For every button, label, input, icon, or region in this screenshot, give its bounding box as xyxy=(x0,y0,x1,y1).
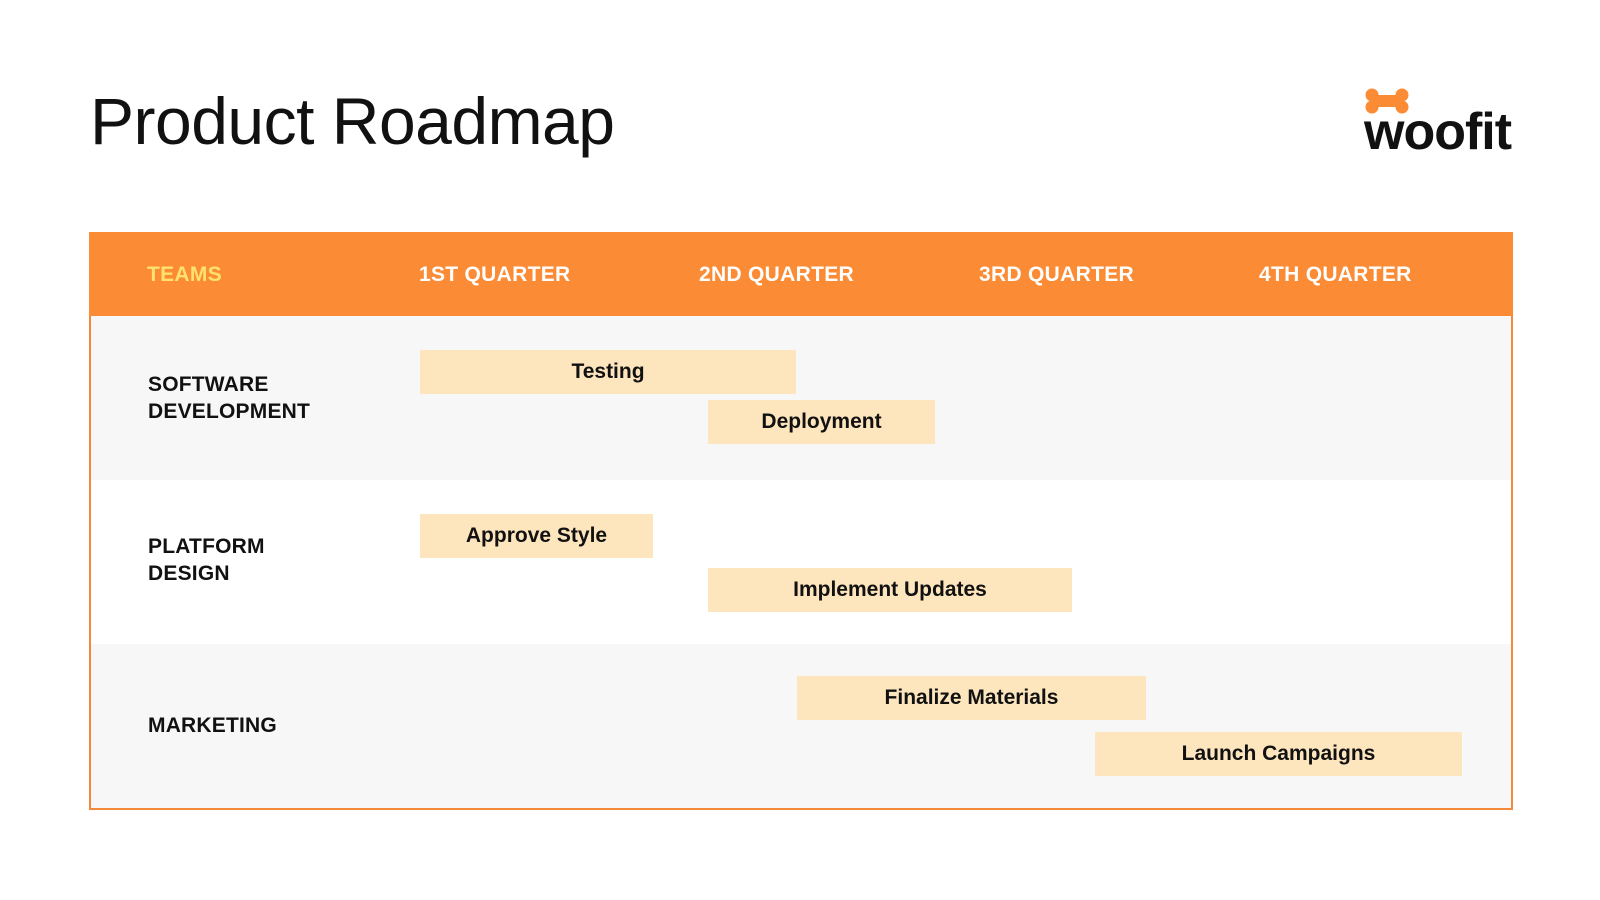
task-bar-launch-campaigns: Launch Campaigns xyxy=(1095,732,1462,776)
team-label: PLATFORM DESIGN xyxy=(148,535,265,585)
woofit-logo: woofit xyxy=(1364,88,1524,168)
page-title: Product Roadmap xyxy=(90,84,615,158)
logo-text: woofit xyxy=(1364,103,1512,161)
header-quarter-4: 4TH QUARTER xyxy=(1259,263,1412,286)
bone-icon xyxy=(1365,88,1409,114)
team-label: MARKETING xyxy=(148,714,277,737)
task-bar-deployment: Deployment xyxy=(708,400,935,444)
task-bar-testing: Testing xyxy=(420,350,796,394)
row-marketing: MARKETING Finalize Materials Launch Camp… xyxy=(91,644,1511,808)
table-header: TEAMS 1ST QUARTER 2ND QUARTER 3RD QUARTE… xyxy=(89,232,1513,316)
task-bar-finalize-materials: Finalize Materials xyxy=(797,676,1146,720)
roadmap-table: TEAMS 1ST QUARTER 2ND QUARTER 3RD QUARTE… xyxy=(89,232,1513,810)
row-platform-design: PLATFORM DESIGN Approve Style Implement … xyxy=(91,480,1511,644)
task-bar-implement-updates: Implement Updates xyxy=(708,568,1072,612)
row-software-development: SOFTWARE DEVELOPMENT Testing Deployment xyxy=(91,316,1511,480)
task-bar-approve-style: Approve Style xyxy=(420,514,653,558)
header-teams: TEAMS xyxy=(147,263,222,286)
team-label: SOFTWARE DEVELOPMENT xyxy=(148,373,311,423)
header-quarter-1: 1ST QUARTER xyxy=(419,263,571,286)
header-quarter-3: 3RD QUARTER xyxy=(979,263,1134,286)
header-quarter-2: 2ND QUARTER xyxy=(699,263,854,286)
